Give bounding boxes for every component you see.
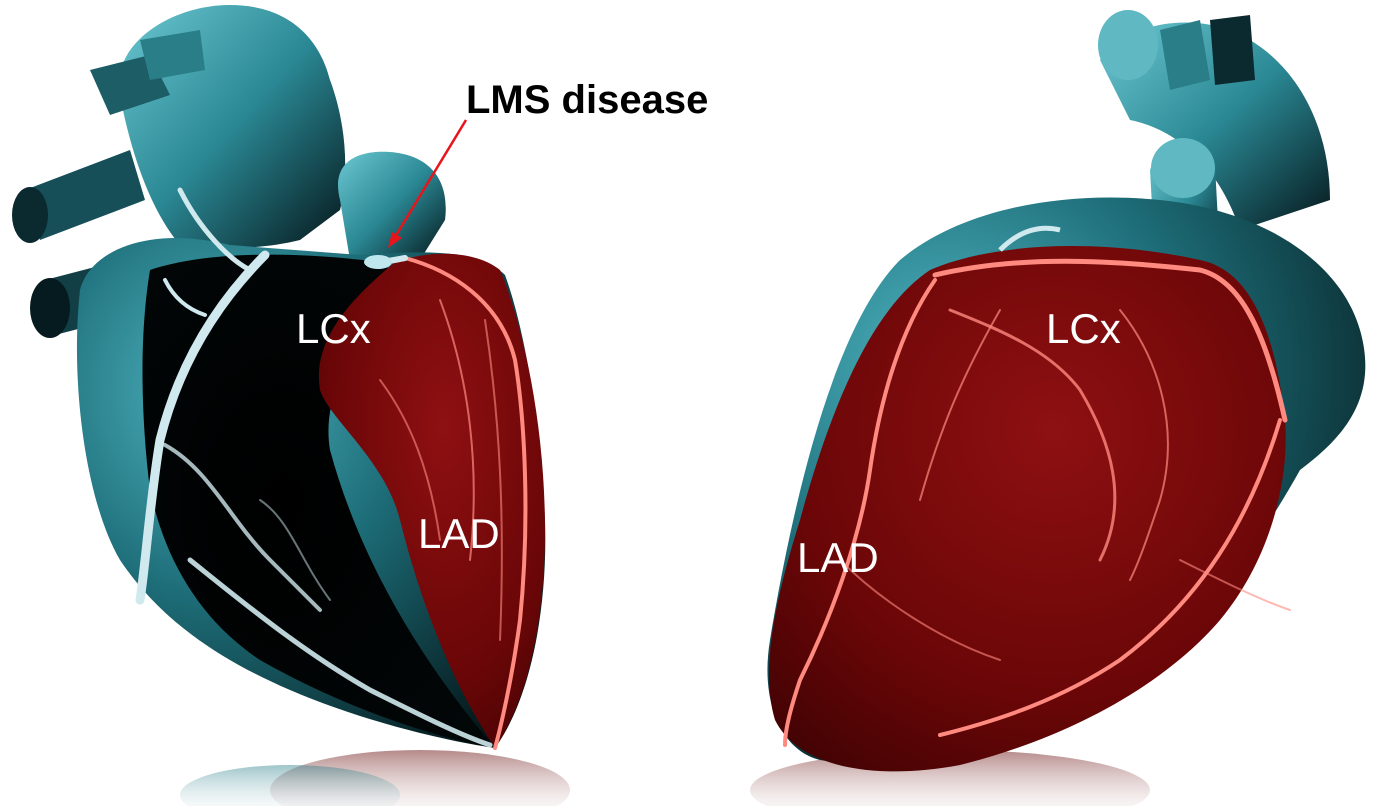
- right-heart: [750, 10, 1365, 806]
- right-lad-label: LAD: [797, 537, 879, 579]
- right-lad-territory: [769, 246, 1286, 771]
- left-lcx-label: LCx: [296, 308, 371, 350]
- lms-disease-label: LMS disease: [466, 80, 708, 120]
- lms-lesion: [364, 255, 392, 269]
- left-heart: [12, 5, 570, 806]
- left-lad-label: LAD: [418, 513, 500, 555]
- right-lcx-label: LCx: [1046, 308, 1121, 350]
